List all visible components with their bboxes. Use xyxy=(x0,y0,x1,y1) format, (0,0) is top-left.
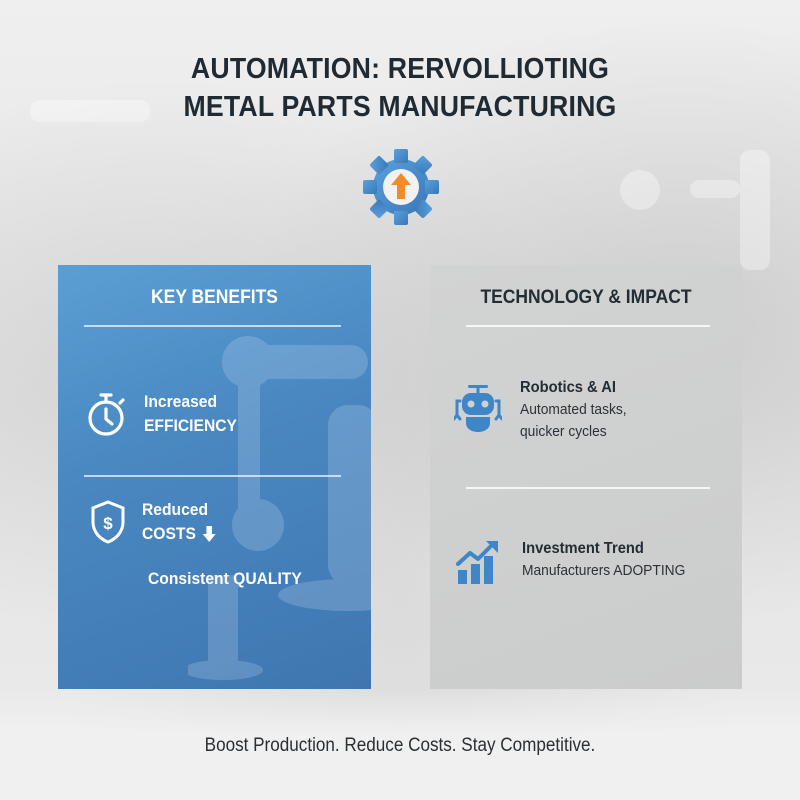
key-benefits-heading: KEY BENEFITS xyxy=(151,287,278,308)
title-line-1: AUTOMATION: RERVOLLIOTING xyxy=(190,53,610,85)
robot-arm-illustration xyxy=(188,336,371,680)
key-benefits-panel: KEY BENEFITS Increased EFFICIENCY $ Redu… xyxy=(58,265,371,689)
divider xyxy=(466,487,710,489)
benefit-line-2: EFFICIENCY xyxy=(144,416,237,435)
tech-title: Robotics & AI xyxy=(520,379,616,396)
benefit-line-1: Increased xyxy=(144,392,218,411)
benefit-costs: $ Reduced COSTS xyxy=(88,498,223,546)
divider xyxy=(84,475,341,477)
technology-impact-heading: TECHNOLOGY & IMPACT xyxy=(480,287,692,308)
benefit-line-1: Reduced xyxy=(142,500,209,519)
bg-machine-part xyxy=(690,180,740,198)
benefit-quality: Consistent QUALITY xyxy=(148,567,315,591)
robot-icon xyxy=(454,385,502,432)
page-title: AUTOMATION: RERVOLLIOTING METAL PARTS MA… xyxy=(32,50,768,126)
footer-tagline: Boost Production. Reduce Costs. Stay Com… xyxy=(204,735,596,756)
tech-robotics-ai: Robotics & AI Automated tasks, quicker c… xyxy=(454,377,636,443)
stopwatch-icon xyxy=(88,393,125,436)
title-line-2: METAL PARTS MANUFACTURING xyxy=(183,91,617,123)
svg-text:$: $ xyxy=(103,514,113,533)
growth-chart-icon xyxy=(456,541,498,584)
benefit-line-2: COSTS xyxy=(142,524,196,543)
tech-subtitle-line-2: quicker cycles xyxy=(520,423,607,440)
tech-title: Investment Trend xyxy=(522,540,644,557)
divider xyxy=(466,325,710,327)
divider xyxy=(84,325,341,327)
benefit-efficiency: Increased EFFICIENCY xyxy=(86,390,245,438)
bottom-fade xyxy=(0,690,800,800)
bg-machine-part xyxy=(30,100,150,122)
bg-machine-part xyxy=(620,170,660,210)
benefit-line-1: Consistent QUALITY xyxy=(148,569,302,588)
bg-machine-part xyxy=(740,150,770,270)
down-arrow-icon xyxy=(202,526,216,542)
technology-impact-panel: TECHNOLOGY & IMPACT Robotics & AI Automa… xyxy=(430,265,742,689)
tech-subtitle-line-1: Manufacturers ADOPTING xyxy=(522,562,686,579)
shield-dollar-icon: $ xyxy=(91,500,125,544)
tech-subtitle-line-1: Automated tasks, xyxy=(520,401,627,418)
tech-investment-trend: Investment Trend Manufacturers ADOPTING xyxy=(456,538,700,586)
gear-with-up-arrow-icon xyxy=(363,149,439,225)
